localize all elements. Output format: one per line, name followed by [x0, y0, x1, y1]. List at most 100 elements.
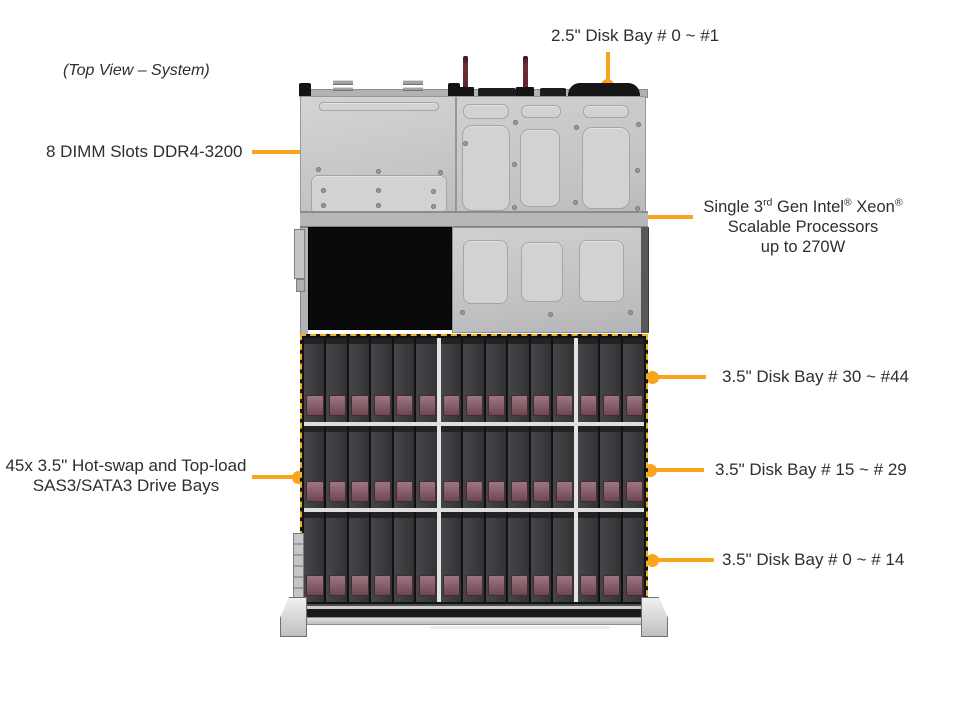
drive-latch: [625, 395, 644, 416]
screw-hole: [636, 122, 641, 127]
drive-group: [304, 338, 438, 422]
drive-latch: [510, 575, 528, 596]
screw-hole: [574, 125, 579, 130]
label-disk-bay-30-44: 3.5" Disk Bay # 30 ~ #44: [722, 367, 910, 386]
drive-bay-rows: [304, 338, 644, 602]
drive-bay-slot: [369, 512, 393, 602]
screw-hole: [376, 169, 381, 174]
screw-hole: [635, 206, 640, 211]
drive-bay-slot: [483, 338, 507, 422]
drive-latch: [602, 395, 621, 416]
drive-latch: [418, 481, 436, 502]
side-rail-bracket: [293, 533, 304, 601]
embossed-vent: [583, 105, 629, 118]
drive-latch: [488, 575, 506, 596]
drive-bay-slot: [304, 512, 325, 602]
bay-divider: [573, 426, 578, 508]
screw-hole: [548, 312, 553, 317]
drive-latch: [510, 395, 528, 416]
drive-latch: [510, 481, 528, 502]
screw-hole: [635, 168, 640, 173]
embossed-panel: [521, 242, 563, 302]
drive-bay-slot: [304, 338, 325, 422]
lever-base: [456, 87, 474, 97]
drive-bay-slot: [346, 512, 370, 602]
chassis-seam: [300, 211, 648, 228]
release-lever: [463, 56, 468, 89]
drive-bay-slot: [414, 426, 438, 508]
drive-latch: [555, 481, 573, 502]
chassis-foot-right: [641, 597, 668, 637]
bottom-rail: [299, 604, 649, 617]
drive-latch: [373, 575, 391, 596]
screw-hole: [321, 188, 326, 193]
drive-latch: [396, 481, 414, 502]
drive-latch: [625, 575, 644, 596]
drive-bay-slot: [598, 426, 622, 508]
callout-line-hotswap: [252, 475, 296, 479]
top-cover-left-panel: [300, 96, 456, 218]
drive-bay-slot: [621, 338, 644, 422]
drive-bay-slot: [551, 512, 575, 602]
drive-bay-slot: [391, 338, 415, 422]
top-cover-right-panel: [456, 96, 646, 218]
rear-connector: [540, 88, 566, 97]
label-hotswap-line1: 45x 3.5" Hot-swap and Top-load: [5, 456, 247, 475]
drive-bay-slot: [598, 512, 622, 602]
row-divider: [304, 422, 644, 426]
drive-latch: [373, 481, 391, 502]
drive-group: [577, 426, 644, 508]
bay-divider: [436, 512, 441, 602]
drive-latch: [465, 395, 483, 416]
embossed-panel: [520, 129, 560, 207]
air-shroud: [308, 227, 452, 330]
drive-latch: [306, 481, 324, 502]
drive-latch: [396, 395, 414, 416]
screw-hole: [376, 188, 381, 193]
drive-latch: [328, 395, 347, 416]
drive-latch: [602, 481, 621, 502]
screw-hole: [460, 310, 465, 315]
drive-latch: [533, 395, 551, 416]
drive-latch: [351, 395, 369, 416]
drive-row: [304, 426, 644, 508]
drive-bay-slot: [577, 338, 599, 422]
drive-latch: [443, 481, 461, 502]
label-disk-bay-15-29: 3.5" Disk Bay # 15 ~ # 29: [715, 460, 907, 479]
drive-bay-slot: [461, 338, 485, 422]
screw-hole: [321, 203, 326, 208]
drive-row: [304, 338, 644, 422]
screw-hole: [431, 189, 436, 194]
drive-latch: [488, 395, 506, 416]
drive-latch: [602, 575, 621, 596]
drive-bay-slot: [506, 426, 530, 508]
drive-bay-slot: [577, 512, 599, 602]
drive-bay-slot: [551, 426, 575, 508]
drive-latch: [443, 395, 461, 416]
drive-bay-slot: [621, 426, 644, 508]
chassis-foot-left: [280, 597, 307, 637]
label-disk-bay-2-5: 2.5" Disk Bay # 0 ~ #1: [551, 26, 720, 45]
drive-bay-slot: [324, 338, 348, 422]
drive-bay-slot: [461, 512, 485, 602]
drive-latch: [351, 481, 369, 502]
drive-latch: [580, 575, 598, 596]
screw-hole: [513, 120, 518, 125]
bay-divider: [573, 338, 578, 422]
row-divider: [304, 508, 644, 512]
thumbscrew: [299, 83, 311, 97]
drive-latch: [465, 575, 483, 596]
drive-bay-slot: [551, 338, 575, 422]
drive-bay-slot: [391, 512, 415, 602]
drive-bay-slot: [483, 512, 507, 602]
drive-latch: [555, 395, 573, 416]
drive-bay-slot: [598, 338, 622, 422]
drive-latch: [555, 575, 573, 596]
callout-line-disk-bay-2-5: [606, 52, 610, 82]
label-cpu-sup: rd: [763, 196, 773, 209]
label-dimm-slots: 8 DIMM Slots DDR4-3200: [46, 142, 243, 161]
drive-latch: [580, 395, 598, 416]
lever-base: [516, 87, 534, 97]
disk-bay-2-5-housing: [568, 83, 640, 98]
